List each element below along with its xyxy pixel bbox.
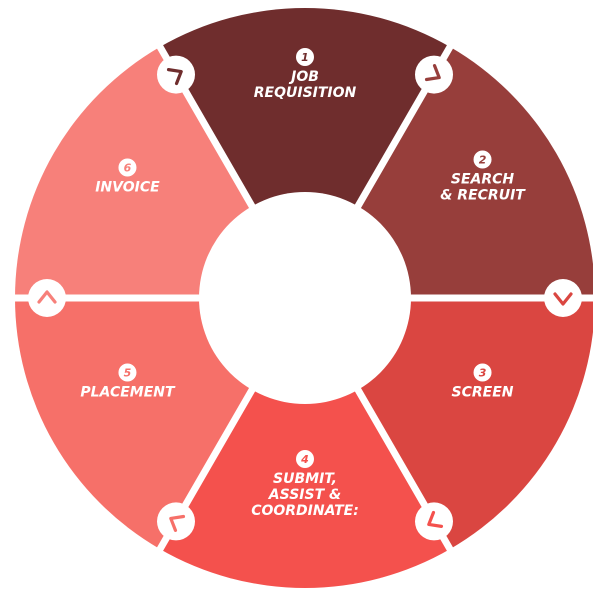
step-number: 3 bbox=[479, 367, 487, 380]
step-title-line: JOB bbox=[288, 69, 319, 85]
chevron-left-icon bbox=[157, 502, 195, 541]
step-number: 1 bbox=[301, 51, 309, 64]
step-number-badge bbox=[118, 158, 137, 177]
chevron-left-icon bbox=[415, 502, 453, 541]
step-number-badge bbox=[473, 363, 492, 382]
chevron-right-icon bbox=[415, 55, 453, 94]
chevron-right-icon bbox=[157, 55, 195, 94]
step-title-line: SCREEN bbox=[452, 385, 514, 401]
segment-step-1 bbox=[160, 8, 450, 299]
step-connectors bbox=[28, 55, 582, 541]
step-number: 2 bbox=[479, 154, 487, 167]
chevron-up-icon bbox=[28, 279, 66, 317]
center-hole bbox=[199, 192, 411, 404]
step-title-line: REQUISITION bbox=[254, 85, 357, 101]
step-number-badge bbox=[296, 450, 314, 468]
step-title-line: COORDINATE: bbox=[251, 503, 359, 519]
step-title-line: ASSIST & bbox=[268, 487, 341, 503]
step-number-badge bbox=[473, 150, 492, 169]
step-number-badge bbox=[118, 363, 137, 382]
step-number-badge bbox=[296, 48, 314, 66]
step-number: 4 bbox=[300, 453, 309, 466]
step-number: 5 bbox=[124, 367, 132, 380]
segment-step-4 bbox=[160, 298, 450, 588]
chevron-down-icon bbox=[544, 279, 582, 317]
step-number: 6 bbox=[124, 162, 132, 175]
step-title-line: PLACEMENT bbox=[80, 385, 176, 401]
step-title-line: SEARCH bbox=[451, 172, 515, 188]
step-title-line: INVOICE bbox=[95, 180, 160, 196]
step-title-line: & RECRUIT bbox=[440, 188, 526, 204]
step-title-line: SUBMIT, bbox=[273, 471, 337, 487]
